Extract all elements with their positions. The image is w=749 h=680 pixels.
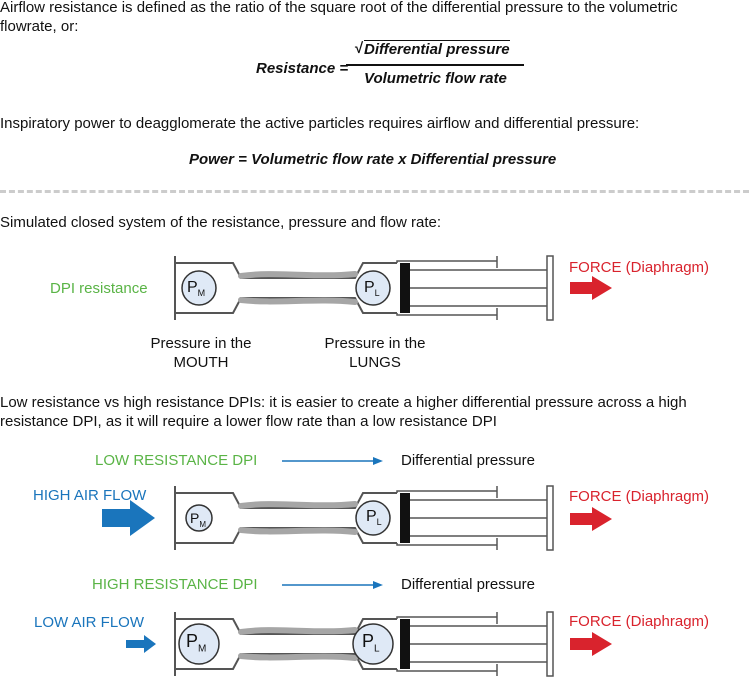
force-label-top: FORCE (Diaphragm) xyxy=(569,259,710,276)
low-dpi-arrow xyxy=(373,457,383,465)
dpi-resistance-label: DPI resistance xyxy=(50,280,148,297)
high-airflow-label: HIGH AIR FLOW xyxy=(33,487,147,504)
pm-label-2: PM xyxy=(190,510,207,529)
high-dpi-arrow xyxy=(373,581,383,589)
force-arrow-2 xyxy=(570,507,612,531)
force-arrow-3 xyxy=(570,632,612,656)
low-airflow-label: LOW AIR FLOW xyxy=(34,614,145,631)
low-differential-pressure-label: Differential pressure xyxy=(401,452,535,469)
force-label-middle: FORCE (Diaphragm) xyxy=(569,488,710,505)
fraction-bar xyxy=(346,64,524,66)
resistance-lhs: Resistance = xyxy=(256,60,349,77)
high-resistance-syringe xyxy=(175,612,553,676)
lungs-label-line2: LUNGS xyxy=(349,354,401,371)
mouth-label-line2: MOUTH xyxy=(173,354,229,371)
comparison-caption: Low resistance vs high resistance DPIs: … xyxy=(0,394,687,430)
pl-label-3: PL xyxy=(362,631,380,655)
power-intro: Inspiratory power to deagglomerate the a… xyxy=(0,115,640,132)
closed-system-caption: Simulated closed system of the resistanc… xyxy=(0,214,442,231)
power-formula: Power = Volumetric flow rate x Different… xyxy=(189,151,557,168)
low-resistance-dpi-label: LOW RESISTANCE DPI xyxy=(95,452,258,469)
pm-label-1: PM xyxy=(187,279,206,299)
sqrt-symbol: √ xyxy=(354,40,363,57)
low-resistance-syringe xyxy=(175,486,553,550)
pl-label-2: PL xyxy=(366,508,382,528)
resistance-definition: Airflow resistance is defined as the rat… xyxy=(0,0,678,35)
mouth-label-line1: Pressure in the xyxy=(150,335,252,352)
high-differential-pressure-label: Differential pressure xyxy=(401,576,535,593)
closed-system-syringe xyxy=(175,256,553,320)
high-resistance-dpi-label: HIGH RESISTANCE DPI xyxy=(92,576,258,593)
resistance-denominator: Volumetric flow rate xyxy=(364,70,507,87)
section-divider xyxy=(0,190,749,193)
pm-label-3: PM xyxy=(186,631,207,655)
resistance-numerator: Differential pressure xyxy=(364,40,510,58)
force-label-bottom: FORCE (Diaphragm) xyxy=(569,613,710,630)
low-airflow-arrow xyxy=(126,635,156,653)
lungs-label-line1: Pressure in the xyxy=(324,335,426,352)
high-airflow-arrow xyxy=(102,500,155,536)
force-arrow-1 xyxy=(570,276,612,300)
pl-label-1: PL xyxy=(364,279,380,299)
